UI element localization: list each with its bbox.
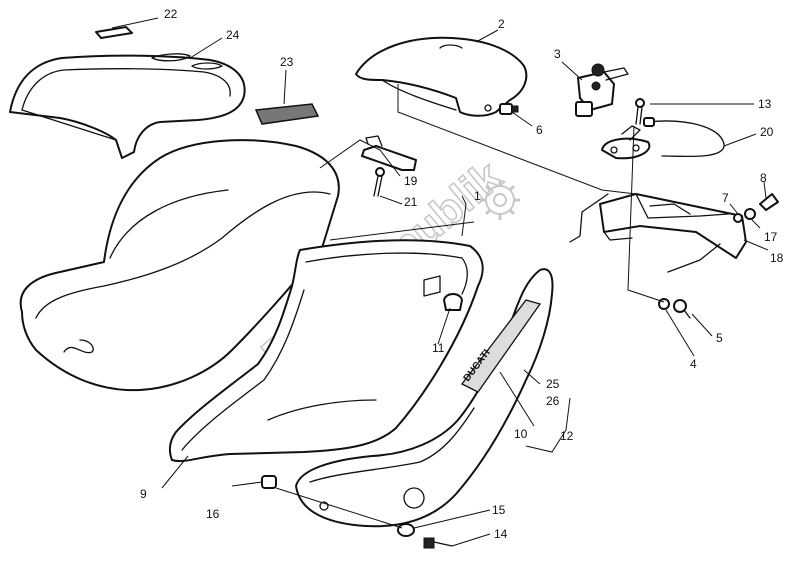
callout-6: 6 — [536, 123, 543, 137]
callout-15: 15 — [492, 503, 506, 517]
part-11-grommet — [443, 293, 463, 311]
part-22-pad — [95, 26, 133, 39]
part-19-bracket — [361, 135, 417, 171]
callout-13: 13 — [758, 97, 772, 111]
callout-18: 18 — [770, 251, 784, 265]
part-13-pin — [635, 98, 645, 125]
part-7-washer — [733, 213, 743, 223]
lock-plate — [601, 125, 651, 160]
watermark-gear-icon — [480, 180, 520, 220]
callout-labels: 22 24 23 2 3 6 13 20 8 7 17 18 5 4 11 19… — [140, 7, 784, 541]
seat — [19, 139, 340, 392]
part-2-tail-housing — [355, 36, 528, 117]
callout-21: 21 — [404, 195, 418, 209]
callout-5: 5 — [716, 331, 723, 345]
callout-19: 19 — [404, 174, 418, 188]
callout-1: 1 — [474, 189, 481, 203]
callout-26: 26 — [546, 394, 560, 408]
callout-23: 23 — [280, 55, 294, 69]
callout-14: 14 — [494, 527, 508, 541]
part-18-frame-bracket — [569, 193, 747, 273]
part-17-washer — [744, 208, 756, 220]
part-14-bolt — [423, 537, 453, 549]
callout-7: 7 — [722, 191, 729, 205]
callout-9: 9 — [140, 487, 147, 501]
callout-25: 25 — [546, 377, 560, 391]
part-21-screw — [373, 167, 385, 197]
callout-10: 10 — [514, 427, 528, 441]
callout-8: 8 — [760, 171, 767, 185]
part-20-cable — [643, 117, 725, 158]
part-8-bolt — [759, 193, 779, 211]
callout-12: 12 — [560, 429, 574, 443]
part-24-seat-cowl — [9, 53, 246, 159]
part-15-washer — [397, 523, 415, 537]
part-6-grommet — [499, 103, 519, 115]
callout-11: 11 — [432, 341, 445, 355]
leader-lines — [111, 17, 769, 547]
callout-3: 3 — [554, 47, 561, 61]
part-23-grip-pad — [254, 103, 320, 125]
part-3-lock-assembly — [575, 63, 629, 117]
part-5-bolt — [673, 299, 691, 319]
part-9-side-panel — [168, 239, 484, 463]
callout-20: 20 — [760, 125, 774, 139]
callout-16: 16 — [206, 507, 220, 521]
callout-22: 22 — [164, 7, 178, 21]
callout-4: 4 — [690, 357, 697, 371]
callout-17: 17 — [764, 230, 778, 244]
callout-24: 24 — [226, 28, 240, 42]
callout-2: 2 — [498, 17, 505, 31]
part-16-grommet — [261, 475, 277, 489]
